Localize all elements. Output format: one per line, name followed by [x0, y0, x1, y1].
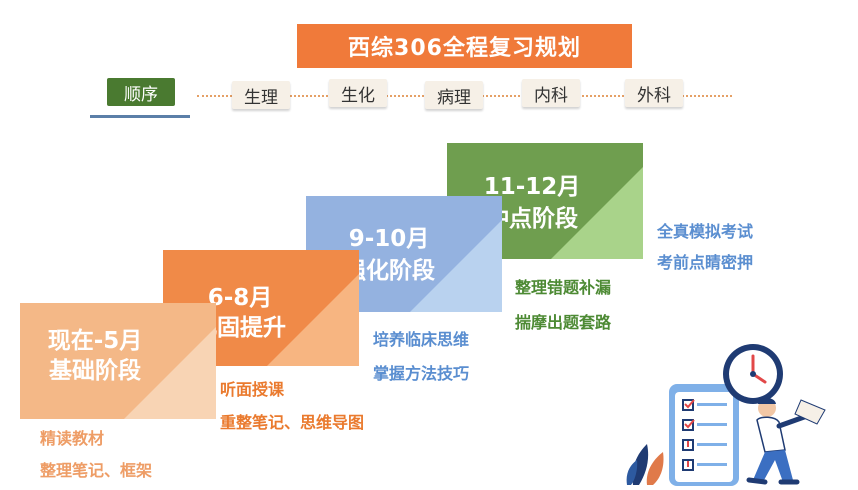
- checklist-icon: [669, 384, 739, 486]
- stage-2-task-2: 重整笔记、思维导图: [220, 413, 365, 432]
- stage-fold-4: [551, 167, 643, 259]
- stage-1-task-1: 精读教材: [40, 429, 105, 448]
- stage-4-task-1: 整理错题补漏: [515, 278, 612, 297]
- page-title: 西综306全程复习规划: [297, 24, 632, 68]
- stage-period-1: 现在-5月: [47, 328, 143, 354]
- stage-4-task-3: 全真模拟考试: [657, 222, 754, 241]
- stage-fold-2: [267, 274, 359, 366]
- tab-biochemistry[interactable]: 生化: [329, 79, 387, 107]
- leaf-icon: [626, 444, 664, 485]
- stage-fold-1: [124, 327, 216, 419]
- stage-1-task-2: 整理笔记、框架: [40, 461, 153, 480]
- tab-pathology[interactable]: 病理: [425, 81, 483, 109]
- stage-4-task-4: 考前点睛密押: [657, 253, 754, 272]
- nav-underline: [90, 115, 190, 118]
- tab-internal-medicine[interactable]: 内科: [522, 79, 580, 107]
- person-icon: [746, 398, 826, 485]
- tab-surgery[interactable]: 外科: [625, 79, 683, 107]
- stage-3-task-1: 培养临床思维: [373, 330, 470, 349]
- illustration-checklist-person: [626, 344, 826, 486]
- stage-name-1: 基础阶段: [49, 358, 141, 384]
- stage-fold-3: [410, 220, 502, 312]
- tab-order[interactable]: 顺序: [107, 78, 175, 106]
- clock-icon: [723, 344, 783, 404]
- stage-3-task-2: 掌握方法技巧: [373, 364, 470, 383]
- stage-block-1: [20, 303, 216, 419]
- stage-period-4: 11-12月: [483, 174, 581, 200]
- stage-4-task-2: 揣摩出题套路: [515, 313, 612, 332]
- tab-physiology[interactable]: 生理: [232, 81, 290, 109]
- stage-period-2: 6-8月: [207, 285, 273, 311]
- stage-period-3: 9-10月: [348, 226, 430, 252]
- stage-2-task-1: 听面授课: [220, 380, 285, 399]
